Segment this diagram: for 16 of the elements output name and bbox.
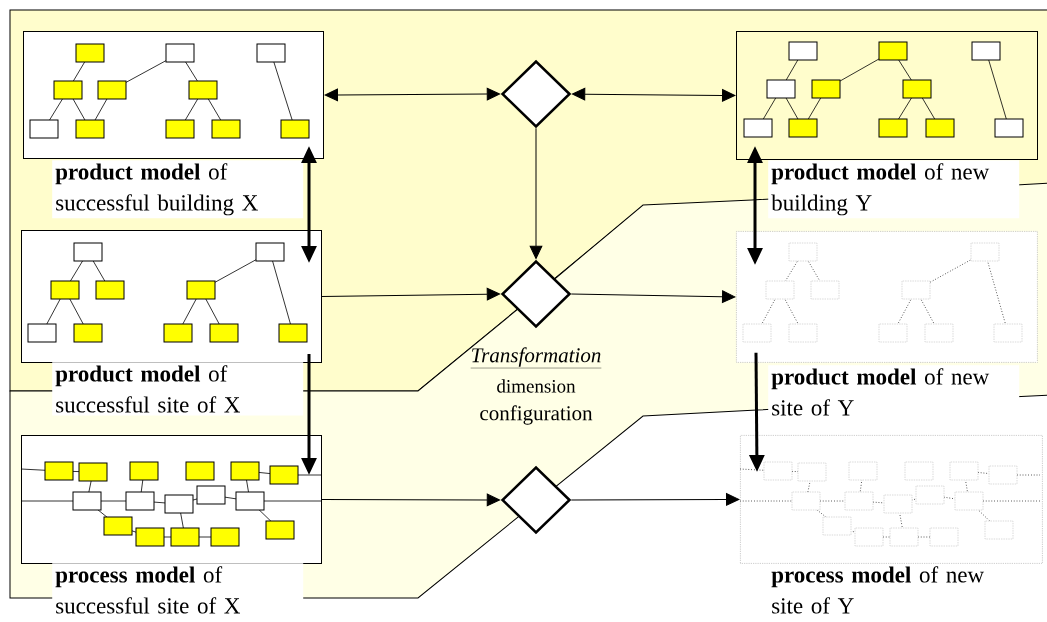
transformation-label: configuration [480, 405, 593, 425]
model-label: product model of successful building X [52, 160, 304, 219]
model-label: product model of new site of Y [768, 365, 1020, 419]
model-label: process model of successful site of X [52, 563, 304, 617]
transformation-label: Transformation [470, 347, 602, 369]
arrow [321, 287, 501, 301]
arrow [321, 493, 501, 507]
arrow [529, 127, 543, 260]
arrow [570, 493, 740, 506]
model-label: product model of successful site of X [52, 362, 304, 416]
model-label: process model of new site of Y [771, 566, 985, 614]
transformation-label: dimension [497, 379, 576, 393]
arrow [324, 87, 501, 102]
arrow [570, 290, 736, 303]
model-label: product model of new building Y [768, 160, 1020, 219]
arrow [571, 87, 736, 102]
